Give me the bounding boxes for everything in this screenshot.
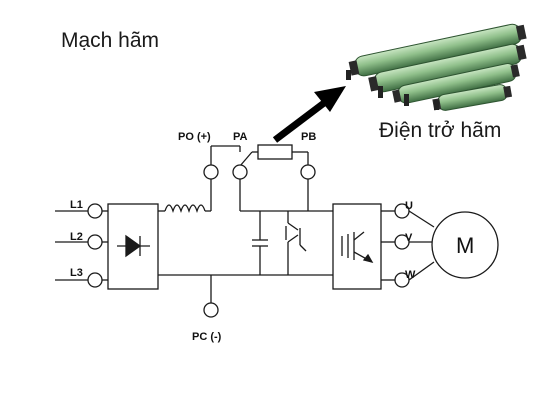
braking-resistor-label: Điện trở hãm	[379, 119, 502, 142]
label-l2: L2	[70, 231, 83, 243]
label-po: PO (+)	[178, 131, 211, 143]
terminal-pc	[203, 302, 219, 318]
braking-resistor-symbol	[257, 144, 293, 160]
label-pa: PA	[233, 131, 248, 143]
pointer-arrow	[272, 86, 346, 143]
terminal-po	[203, 164, 219, 180]
braking-resistor-image	[346, 23, 527, 111]
diagram-title: Mạch hãm	[61, 29, 160, 52]
label-pb: PB	[301, 131, 316, 143]
label-v: V	[405, 232, 413, 244]
inverter-block	[332, 203, 382, 290]
label-l1: L1	[70, 199, 83, 211]
diode-icon	[117, 234, 150, 258]
motor-icon	[431, 211, 499, 279]
label-w: W	[405, 269, 416, 281]
label-u: U	[405, 200, 413, 212]
terminal-l1	[87, 203, 103, 219]
dc-choke	[164, 204, 206, 214]
transistor-icon	[341, 231, 374, 264]
terminal-u	[394, 203, 410, 219]
terminal-w	[394, 272, 410, 288]
terminal-v	[394, 234, 410, 250]
terminal-pa	[232, 164, 248, 180]
label-pc: PC (-)	[192, 331, 222, 343]
terminal-l3	[87, 272, 103, 288]
label-l3: L3	[70, 267, 83, 279]
rectifier-block	[107, 203, 159, 290]
terminal-l2	[87, 234, 103, 250]
motor-label: M	[456, 233, 474, 258]
terminal-pb	[300, 164, 316, 180]
